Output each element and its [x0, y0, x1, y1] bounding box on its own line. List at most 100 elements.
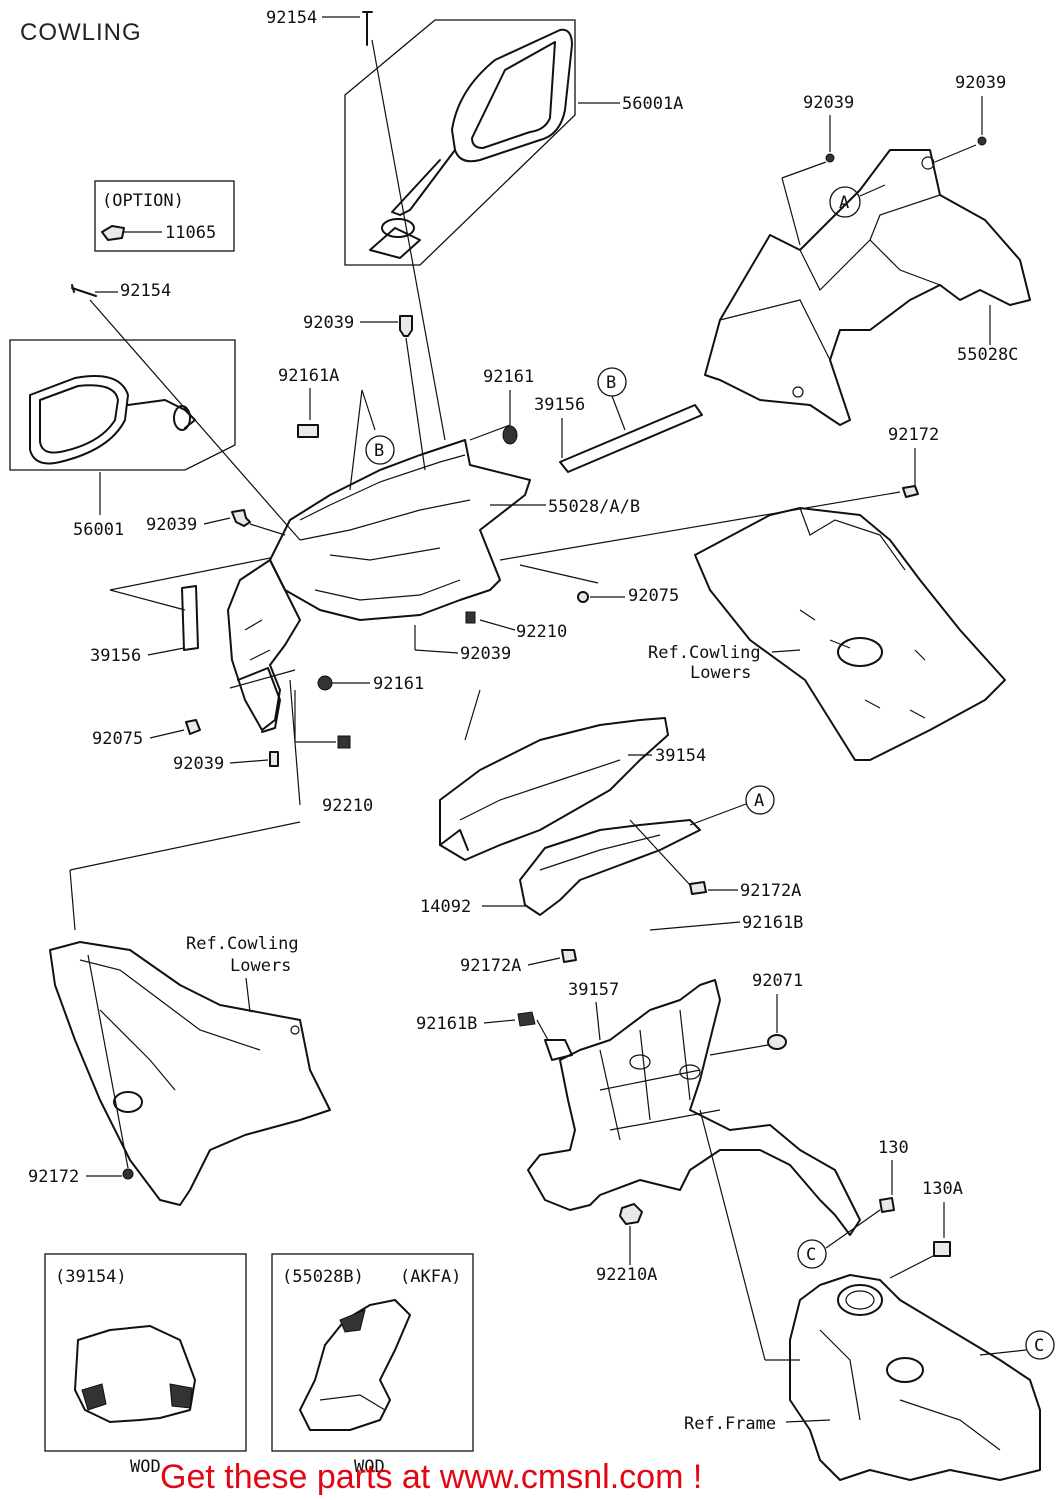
- label-92154-top: 92154: [266, 8, 317, 28]
- screw-92172A-b: [561, 949, 577, 963]
- grommet-92075-right: [577, 591, 589, 603]
- label-39154: 39154: [655, 746, 706, 766]
- label-92172A-b: 92172A: [460, 956, 521, 976]
- grommet-92161-center: [317, 675, 333, 691]
- diagram-title: COWLING: [20, 19, 142, 46]
- callout-A-mid: [745, 785, 775, 815]
- label-92039-b: 92039: [955, 73, 1006, 93]
- inset-55028B-title: (55028B): [282, 1267, 364, 1287]
- promo-banner[interactable]: Get these parts at www.cmsnl.com !: [160, 1458, 702, 1496]
- label-ref-cowling-lowers-right-1: Ref.Cowling: [648, 643, 761, 663]
- cover-14092: [519, 819, 701, 916]
- label-14092: 14092: [420, 897, 471, 917]
- inset-39154-box: [44, 1253, 247, 1452]
- strip-39156-left: [181, 585, 199, 651]
- label-55028C: 55028C: [957, 345, 1018, 365]
- screw-92039-low: [269, 751, 279, 767]
- mirror-left-56001: [9, 339, 236, 471]
- label-11065: 11065: [165, 223, 216, 243]
- label-92075-left: 92075: [92, 729, 143, 749]
- bolt-92154-left: [71, 284, 97, 297]
- bolt-92039-a: [825, 153, 835, 163]
- label-92071: 92071: [752, 971, 803, 991]
- callout-A-top-text: A: [839, 193, 849, 213]
- screw-92039-left: [231, 509, 251, 527]
- label-39156-right: 39156: [534, 395, 585, 415]
- option-box: [94, 180, 235, 252]
- label-92154-left: 92154: [120, 281, 171, 301]
- label-92172-right: 92172: [888, 425, 939, 445]
- inset-55028B-box: [271, 1253, 474, 1452]
- bolt-92039-b: [977, 136, 987, 146]
- label-92161: 92161: [483, 367, 534, 387]
- label-92161A: 92161A: [278, 366, 339, 386]
- clip-11065: [101, 225, 125, 241]
- label-92161-center: 92161: [373, 674, 424, 694]
- grommet-92075-left: [185, 719, 201, 735]
- label-92210-left: 92210: [322, 796, 373, 816]
- label-92039-a: 92039: [803, 93, 854, 113]
- label-55028AB: 55028/A/B: [548, 497, 640, 517]
- callout-A-top: [829, 186, 861, 218]
- side-cowl-left: [227, 559, 301, 733]
- inner-cowl-55028C: [704, 149, 1031, 426]
- callout-C-left-text: C: [806, 1245, 816, 1265]
- callout-B-left-text: B: [374, 441, 384, 461]
- label-ref-cowling-lowers-right-2: Lowers: [690, 663, 751, 683]
- windscreen-39154: [439, 717, 669, 861]
- inset-55028B-sub: (AKFA): [400, 1267, 461, 1287]
- screw-92172-right: [902, 485, 919, 498]
- side-cowl-right: [694, 507, 1006, 761]
- upper-cowl-55028: [269, 439, 531, 621]
- label-ref-cowling-lowers-left-1: Ref.Cowling: [186, 934, 299, 954]
- screw-92172-left: [122, 1168, 134, 1180]
- label-56001A: 56001A: [622, 94, 683, 114]
- callout-B-left: [365, 435, 395, 465]
- label-option: (OPTION): [102, 191, 184, 211]
- mirror-right-56001A: [344, 19, 576, 266]
- label-92161B-right: 92161B: [742, 913, 803, 933]
- inset-39154-screen: [74, 1325, 196, 1423]
- nut-92210-mid: [465, 611, 476, 624]
- callout-C-right-text: C: [1034, 1336, 1044, 1356]
- label-92039-center: 92039: [460, 644, 511, 664]
- screw-92172A-a: [689, 881, 707, 895]
- callout-A-mid-text: A: [754, 791, 764, 811]
- label-92039-low: 92039: [173, 754, 224, 774]
- inset-39154-wod: WOD: [130, 1457, 161, 1477]
- label-92161B-left: 92161B: [416, 1014, 477, 1034]
- lower-cowl-left: [49, 941, 331, 1206]
- label-ref-cowling-lowers-left-2: Lowers: [230, 956, 291, 976]
- label-92210A: 92210A: [596, 1265, 657, 1285]
- label-92210-mid: 92210: [516, 622, 567, 642]
- stay-39157: [527, 979, 861, 1236]
- screw-92039-mid: [399, 315, 413, 337]
- label-92172A-a: 92172A: [740, 881, 801, 901]
- callout-C-left: [797, 1239, 827, 1269]
- pad-92161A: [297, 424, 319, 438]
- label-ref-frame: Ref.Frame: [684, 1414, 776, 1434]
- grommet-92161: [502, 425, 518, 445]
- nut-92210-left: [337, 735, 351, 749]
- inset-39154-title: (39154): [55, 1267, 127, 1287]
- grommet-92071: [767, 1034, 787, 1050]
- nut-92210A: [619, 1203, 643, 1225]
- callout-B-right-text: B: [606, 373, 616, 393]
- bolt-92154-top: [362, 11, 373, 46]
- label-56001: 56001: [73, 520, 124, 540]
- callout-C-right: [1025, 1330, 1055, 1360]
- label-92075-right: 92075: [628, 586, 679, 606]
- bolt-130A: [933, 1241, 951, 1257]
- pad-92161B: [517, 1011, 536, 1027]
- label-39156-left: 39156: [90, 646, 141, 666]
- label-130: 130: [878, 1138, 909, 1158]
- label-92172-left: 92172: [28, 1167, 79, 1187]
- label-92039-mid: 92039: [303, 313, 354, 333]
- inset-55028B-cowl: [299, 1299, 411, 1431]
- label-39157: 39157: [568, 980, 619, 1000]
- strip-39156-right: [559, 404, 703, 473]
- frame-ref: [789, 1274, 1041, 1481]
- bolt-130: [879, 1197, 895, 1213]
- label-130A: 130A: [922, 1179, 963, 1199]
